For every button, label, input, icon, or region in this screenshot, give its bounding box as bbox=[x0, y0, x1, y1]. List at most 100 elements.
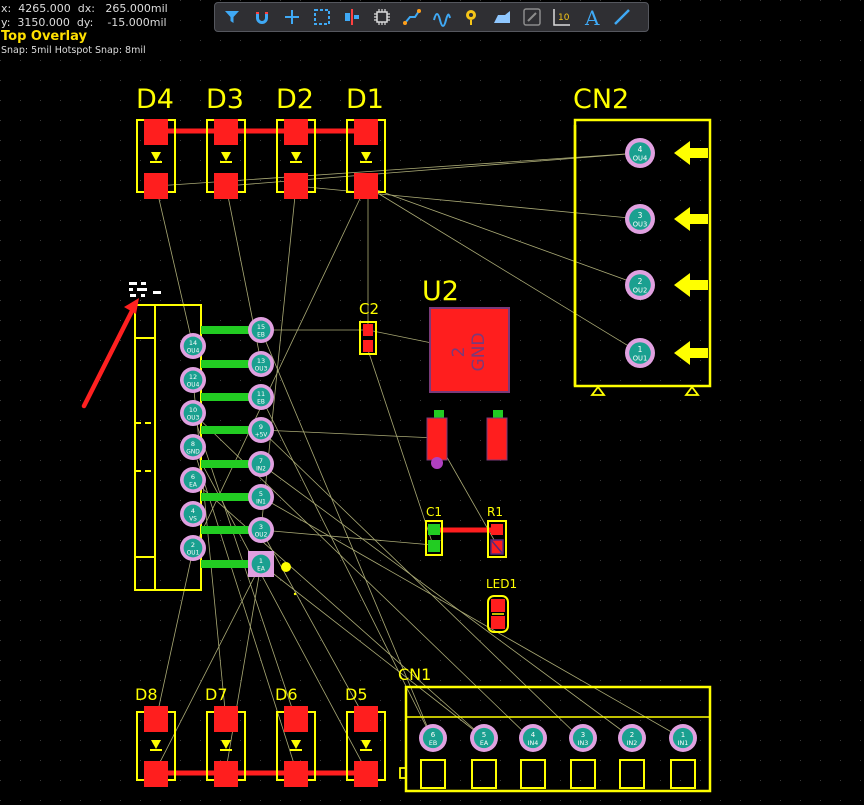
cn1-outline bbox=[404, 685, 712, 793]
string-button[interactable]: A bbox=[580, 5, 604, 29]
ratsnest-line bbox=[260, 529, 367, 721]
via-button[interactable] bbox=[460, 5, 484, 29]
cn1-pin-5[interactable]: 5EA bbox=[470, 724, 498, 752]
pad-net: OU1 bbox=[633, 355, 648, 363]
pad-net: OU2 bbox=[633, 287, 648, 295]
select-button[interactable] bbox=[310, 5, 334, 29]
pad-net: OU3 bbox=[187, 416, 200, 422]
cn1-pin-6[interactable]: 6EB bbox=[419, 724, 447, 752]
pad-number: 2 bbox=[191, 541, 195, 549]
led-led1[interactable]: LED1 bbox=[486, 577, 517, 633]
pad-net: EA bbox=[189, 483, 197, 489]
ratsnest-line bbox=[260, 529, 434, 546]
filter-icon bbox=[225, 11, 239, 23]
pad-net: EB bbox=[257, 400, 265, 406]
align-button[interactable] bbox=[340, 5, 364, 29]
u2-pad-net: GND bbox=[469, 333, 489, 372]
active-bar-toolbar: 10 A bbox=[214, 2, 649, 32]
regulator-u2[interactable]: U2 2 GND bbox=[422, 276, 510, 469]
pin-direction-arrow bbox=[674, 141, 708, 165]
designator-d3: D3 bbox=[206, 84, 244, 115]
u1-pin-9[interactable]: 9+5V bbox=[248, 417, 274, 443]
capacitor-c2[interactable]: C2 bbox=[359, 300, 379, 355]
pad bbox=[284, 119, 308, 145]
u1-pin-1[interactable]: 1EA bbox=[248, 551, 274, 577]
diode-d5[interactable] bbox=[346, 706, 386, 787]
diode-d2[interactable] bbox=[276, 119, 316, 199]
pin1-marker bbox=[281, 562, 291, 572]
pad-number: 13 bbox=[257, 357, 265, 365]
ic-u1[interactable]: 14OU412OU410OU38GND6EA4VS2OU115EB13OU311… bbox=[129, 282, 297, 596]
designator-led1: LED1 bbox=[486, 577, 517, 591]
diode-d1[interactable] bbox=[346, 119, 386, 199]
x-readout: x: 4265.000 dx: 265.000mil bbox=[1, 2, 168, 15]
pad bbox=[354, 173, 378, 199]
snap-button[interactable] bbox=[250, 5, 274, 29]
route-icon bbox=[403, 9, 421, 25]
place-component-button[interactable] bbox=[370, 5, 394, 29]
u1-pin-4[interactable]: 4VS bbox=[180, 501, 206, 527]
designator-d4: D4 bbox=[136, 84, 174, 115]
pad bbox=[144, 173, 168, 199]
diode-d3[interactable] bbox=[206, 119, 246, 199]
pad-net: EB bbox=[429, 740, 437, 747]
ratsnest-line bbox=[155, 549, 194, 721]
diode-d6[interactable] bbox=[276, 706, 316, 787]
dimension-icon: 10 bbox=[553, 9, 570, 26]
designator-c2: C2 bbox=[359, 300, 379, 318]
line-button[interactable] bbox=[610, 5, 634, 29]
polygon-button[interactable] bbox=[490, 5, 514, 29]
top-diode-row: D4 D3 D2 D1 bbox=[136, 84, 386, 199]
pad-net: +5V bbox=[255, 433, 268, 439]
pad-number: 6 bbox=[191, 473, 195, 481]
filter-button[interactable] bbox=[220, 5, 244, 29]
crosshair-button[interactable] bbox=[280, 5, 304, 29]
ratsnest-line bbox=[260, 563, 485, 739]
ratsnest-line bbox=[155, 185, 194, 347]
ratsnest-line bbox=[260, 463, 633, 739]
svg-text:10: 10 bbox=[558, 13, 570, 23]
y-readout: y: 3150.000 dy: -15.000mil bbox=[1, 16, 167, 29]
component-icon bbox=[374, 9, 390, 25]
pad-net: EA bbox=[257, 567, 265, 573]
capacitor-c1[interactable]: C1 bbox=[425, 505, 496, 556]
diff-pair-button[interactable] bbox=[430, 5, 454, 29]
diode-d7[interactable] bbox=[206, 706, 246, 787]
diff-pair-icon bbox=[433, 13, 451, 27]
pad bbox=[284, 173, 308, 199]
u1-pin-6[interactable]: 6EA bbox=[180, 467, 206, 493]
route-button[interactable] bbox=[400, 5, 424, 29]
keepout-icon bbox=[523, 8, 541, 26]
diode-d4[interactable] bbox=[136, 119, 176, 199]
keepout-button[interactable] bbox=[520, 5, 544, 29]
designator-u2: U2 bbox=[422, 276, 459, 307]
pad-net: IN1 bbox=[678, 740, 689, 747]
dimension-button[interactable]: 10 bbox=[550, 5, 574, 29]
diode-d8[interactable] bbox=[136, 706, 176, 787]
pad-net: OU4 bbox=[633, 155, 648, 163]
resistor-r1[interactable]: R1 bbox=[487, 505, 507, 558]
